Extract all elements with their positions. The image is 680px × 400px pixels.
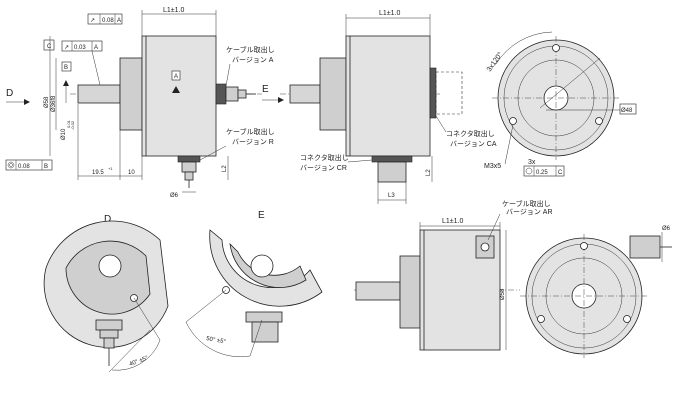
concentricity-icon <box>7 161 15 169</box>
mount-hole <box>552 44 560 52</box>
side-view-cable: A L1±1.0 ↗ 0.08 A C ↗ 0.03 A B Ø58 Ø36f8 <box>5 7 284 199</box>
view-e-label: E <box>258 210 265 221</box>
runout2-icon: ↗ <box>64 45 69 51</box>
cable-ar-label: ケーブル取出し <box>502 199 551 208</box>
cable-a-label: ケーブル取出し <box>226 45 275 54</box>
runout-icon: ↗ <box>90 18 95 24</box>
dim-l2-ca-label: L2 <box>426 169 432 176</box>
dim-3x120-label: 3x120° <box>485 50 504 73</box>
conn-ca-version: バージョン CA <box>450 140 497 148</box>
view-e-angle: 50° ±5° <box>206 336 227 345</box>
dim-d10-tol-top: 0.01 <box>66 119 71 128</box>
cable-a-version: バージョン A <box>232 56 274 64</box>
conn-cr-label: コネクタ取出し <box>300 153 349 162</box>
dim-d36-label: Ø36f8 <box>51 95 57 112</box>
cable-r-label: ケーブル取出し <box>226 127 275 136</box>
view-d: D 40° ±5° <box>43 214 169 373</box>
position-icon <box>525 167 533 175</box>
dim-19-5-tol: +1 <box>108 166 113 171</box>
tol-concentric-ref: B <box>44 164 48 170</box>
mount-hole <box>509 117 517 125</box>
cable-ar-version: バージョン AR <box>506 208 553 216</box>
front-view-bottom: Ø6 <box>520 226 672 358</box>
dim-d10-tol-bottom: -0.02 <box>70 120 75 130</box>
tol-runout-ref: A <box>117 18 121 24</box>
view-d-label: D <box>104 214 111 225</box>
dim-l1-ar-label: L1±1.0 <box>442 218 463 225</box>
dim-l2-label: L2 <box>222 165 228 172</box>
dim-d6-label: Ø6 <box>170 193 179 199</box>
tol-pos-value: 0.25 <box>536 170 548 176</box>
conn-cr-version: バージョン CR <box>300 164 347 172</box>
side-view-cable-ar: L1±1.0 ケーブル取出し バージョン AR Ø58 <box>354 199 553 351</box>
dim-d48-label: Ø48 <box>621 108 633 114</box>
view-d-arrow-label: D <box>6 88 13 99</box>
conn-ca-label: コネクタ取出し <box>446 129 495 138</box>
view-d-angle: 40° ±5° <box>129 355 150 368</box>
front-view-top: 3x120° Ø48 M3x5 3x 0.25 C <box>484 31 637 177</box>
datum-a-label: A <box>174 74 178 80</box>
view-e: E 50° ±5° <box>185 210 323 357</box>
dim-3x-label: 3x <box>528 159 536 166</box>
dim-l1-ca-label: L1±1.0 <box>379 10 400 17</box>
dim-10-label: 10 <box>128 170 135 176</box>
side-view-connector: L1±1.0 コネクタ取出し バージョン CA コネクタ取出し バージョン CR… <box>280 10 497 204</box>
tol-concentric-value: 0.08 <box>18 164 30 170</box>
dim-19-5-label: 19.5 <box>92 170 104 176</box>
tol-runout2-ref: A <box>94 45 98 51</box>
dim-l1-label: L1±1.0 <box>163 7 184 14</box>
mount-hole <box>595 117 603 125</box>
tol-runout-value: 0.08 <box>102 18 114 24</box>
dim-d6-bottom-label: Ø6 <box>662 226 671 232</box>
datum-c-label: C <box>47 44 52 50</box>
datum-b-label: B <box>64 65 68 71</box>
tol-pos-ref: C <box>558 170 563 176</box>
tol-runout2-value: 0.03 <box>74 45 86 51</box>
dim-m3-label: M3x5 <box>484 163 501 170</box>
dim-d10-label: Ø10 <box>61 128 67 140</box>
cable-r-version: バージョン R <box>232 138 274 146</box>
dim-l3-label: L3 <box>388 193 395 199</box>
dim-d58-ar-label: Ø58 <box>500 288 506 300</box>
dim-d58-label: Ø58 <box>44 96 50 108</box>
view-e-arrow-label: E <box>262 84 269 95</box>
